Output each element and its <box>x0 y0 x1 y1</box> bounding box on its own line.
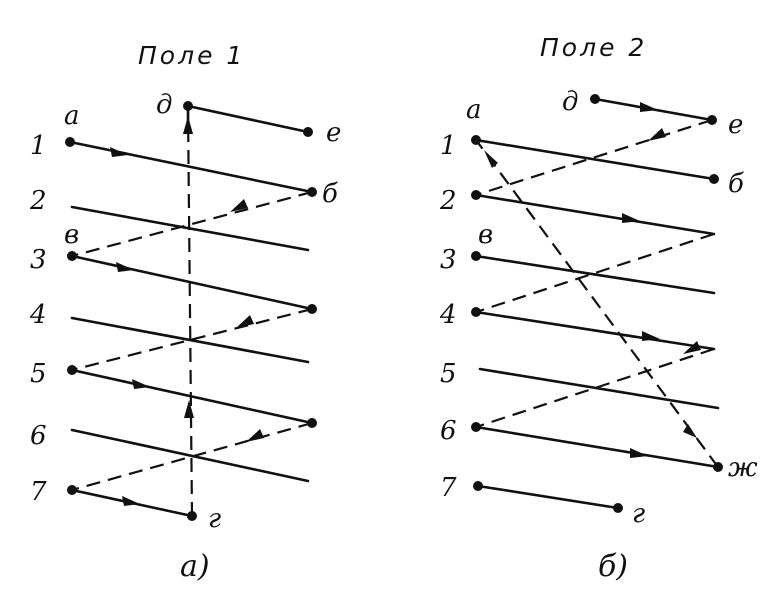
field-2-point-label-d: д <box>562 87 578 117</box>
field-1-title: Поле 1 <box>138 41 245 70</box>
field-2-row-label: 1 <box>440 131 457 161</box>
field-2-arrow <box>648 128 666 141</box>
field-2-row-label: 7 <box>440 473 457 503</box>
field-2-row-label: 5 <box>440 359 457 389</box>
field-2-point-zh <box>713 462 723 472</box>
field-1-row-5-start <box>67 365 77 375</box>
field-2-arrow <box>484 150 498 168</box>
field-2-dash-e-row2 <box>475 118 713 197</box>
field-2-arrow <box>683 424 697 438</box>
field-2-row-6-line <box>474 425 720 469</box>
field-2-dash-zh-a <box>475 139 719 468</box>
field-1-row-3-line <box>70 254 314 311</box>
field-2-row-7-start <box>473 481 483 491</box>
field-2-point-label-g: г <box>632 499 645 529</box>
field-2-point-label-b: б <box>728 169 744 199</box>
field-1-point-label-a: а <box>64 101 80 131</box>
field-2-point-b <box>709 174 719 184</box>
field-2-point-d <box>590 94 600 104</box>
field-1-arrow <box>132 379 150 389</box>
field-1-arrow <box>110 147 128 157</box>
field-1-point-label-v: в <box>64 220 79 250</box>
field-1-arrow <box>183 116 193 134</box>
field-1-row-label: 6 <box>30 421 47 451</box>
field-1: Поле 1 1 2 3 4 5 6 7 а д е б в г <box>29 41 341 584</box>
field-1-caption: а) <box>180 549 210 584</box>
field-2-point-e <box>707 115 717 125</box>
field-1-arrow <box>116 262 134 272</box>
field-1-row-1-line <box>68 140 314 194</box>
field-1-dash-row5-row7 <box>71 421 313 492</box>
field-1-row-label: 2 <box>29 186 47 216</box>
field-1-point-label-g: г <box>208 504 221 534</box>
field-2-point-v <box>471 251 481 261</box>
field-2-row-2-line <box>474 193 716 236</box>
field-2-row-label: 6 <box>440 416 457 446</box>
field-1-point-v <box>67 251 77 261</box>
field-1-row-label: 1 <box>30 131 47 161</box>
field-1-arrow <box>184 400 194 418</box>
field-1-row-label: 5 <box>30 359 47 389</box>
field-2-point-label-v: в <box>478 220 493 250</box>
field-1-row-6-line <box>70 428 310 483</box>
field-2-title: Поле 2 <box>540 33 647 62</box>
field-1-point-a <box>65 137 75 147</box>
field-2-row-4-start <box>471 307 481 317</box>
field-2-row-label: 4 <box>439 300 457 330</box>
field-1-point-label-b: б <box>322 179 338 209</box>
field-2-arrow <box>622 213 640 223</box>
field-1-row-label: 4 <box>29 300 47 330</box>
field-2-row-5-line <box>478 367 720 410</box>
field-1-dash-g-d <box>186 109 194 517</box>
field-1-arrow <box>230 199 248 212</box>
field-1-arrow <box>246 429 264 442</box>
field-2-arrow <box>642 331 660 341</box>
field-2-row-7-line <box>476 484 620 510</box>
field-2-point-a <box>471 135 481 145</box>
field-2-caption: б) <box>598 549 628 584</box>
field-1-row-label: 7 <box>30 477 47 507</box>
field-2-row-4-line <box>474 310 716 351</box>
field-2-row-3-line <box>474 254 716 295</box>
field-2-dash-row2-row4 <box>475 232 715 314</box>
field-2-point-label-a: а <box>466 95 482 125</box>
field-2-arrow <box>630 448 648 458</box>
field-2: Поле 2 1 2 3 4 5 6 7 а д е б в ж г <box>439 33 758 584</box>
field-1-point-e <box>303 127 313 137</box>
field-1-arrow <box>122 496 140 506</box>
field-2-row-2-start <box>471 190 481 200</box>
field-1-row-5-end <box>307 418 317 428</box>
field-1-point-label-d: д <box>156 90 172 120</box>
field-1-dash-b-v <box>71 190 313 258</box>
field-1-point-g <box>187 511 197 521</box>
field-2-row-label: 2 <box>439 186 457 216</box>
field-1-row-7-start <box>67 485 77 495</box>
field-1-row-5-line <box>70 368 314 425</box>
field-2-point-label-e: е <box>728 110 743 140</box>
field-2-point-label-zh: ж <box>728 453 758 483</box>
field-1-point-d <box>183 101 193 111</box>
field-2-arrow <box>640 102 658 112</box>
field-2-point-g <box>613 503 623 513</box>
field-1-row-label: 3 <box>30 245 47 275</box>
field-2-arrow <box>683 341 701 354</box>
field-2-dash-row4-row6 <box>475 347 715 429</box>
field-1-d-e-line <box>186 104 310 134</box>
field-2-row-6-start <box>471 422 481 432</box>
field-1-arrow <box>236 315 254 328</box>
field-1-point-b <box>307 187 317 197</box>
field-2-row-label: 3 <box>440 245 457 275</box>
field-1-row-3-end <box>307 304 317 314</box>
field-2-row-1-line <box>474 138 716 181</box>
field-1-dash-row3-row5 <box>71 307 313 372</box>
field-1-point-label-e: е <box>326 118 341 148</box>
